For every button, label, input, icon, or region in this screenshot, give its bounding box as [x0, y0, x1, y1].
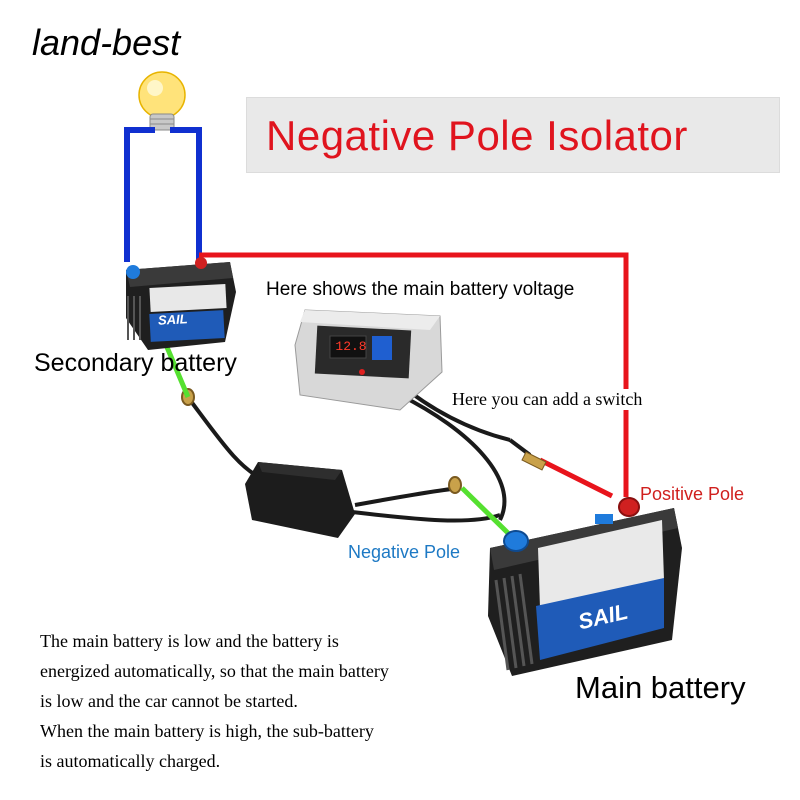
- secondary-battery-brand: SAIL: [157, 311, 188, 328]
- isolator-box: [245, 462, 355, 538]
- voltage-callout: Here shows the main battery voltage: [264, 279, 577, 301]
- main-battery-label: Main battery: [575, 670, 746, 705]
- bulb-wire: [124, 127, 202, 262]
- voltmeter-reading: 12.8: [335, 339, 367, 354]
- brand-logo: land-best: [32, 22, 181, 63]
- page-title: Negative Pole Isolator: [266, 112, 688, 159]
- description-line: When the main battery is high, the sub-b…: [40, 721, 374, 741]
- description-line: energized automatically, so that the mai…: [40, 661, 389, 681]
- description-line: The main battery is low and the battery …: [40, 631, 339, 651]
- secondary-battery: [126, 257, 236, 350]
- description-line: is automatically charged.: [40, 751, 221, 771]
- positive-pole-label: Positive Pole: [640, 484, 745, 504]
- negative-pole-label: Negative Pole: [348, 542, 461, 562]
- description-text: The main battery is low and the battery …: [40, 626, 389, 776]
- light-bulb-icon: [138, 71, 186, 131]
- main-battery: [488, 497, 682, 676]
- description-line: is low and the car cannot be started.: [40, 691, 298, 711]
- positive-wire: [199, 252, 629, 499]
- title-banner: [246, 97, 780, 173]
- switch-callout: Here you can add a switch: [452, 389, 643, 410]
- voltmeter-box: [294, 309, 443, 411]
- secondary-battery-label: Secondary battery: [34, 349, 237, 377]
